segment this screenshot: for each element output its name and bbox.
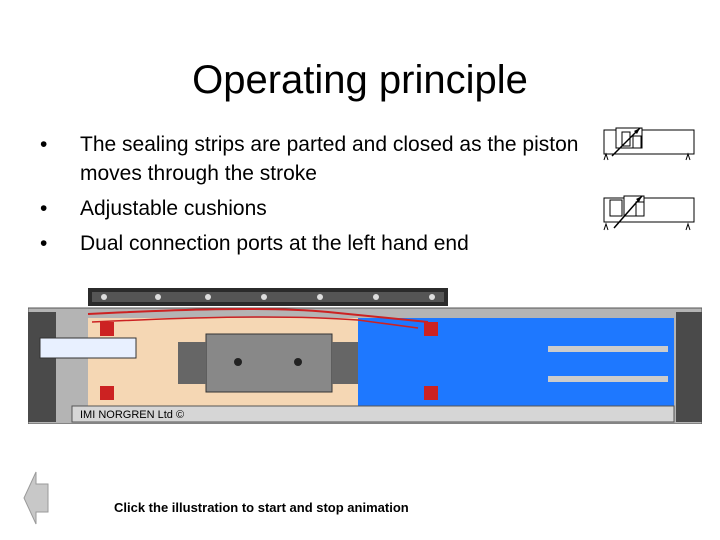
valve-symbol-icon — [603, 195, 695, 231]
bullet-text: Adjustable cushions — [80, 197, 267, 220]
bullet-text: Dual connection ports at the left hand e… — [80, 232, 469, 255]
bullet-text: The sealing strips are parted and closed… — [80, 133, 579, 185]
back-arrow-icon[interactable] — [22, 470, 52, 526]
illustration-brand: IMI NORGREN Ltd © — [80, 409, 184, 421]
page-title: Operating principle — [192, 58, 528, 102]
animation-caption: Click the illustration to start and stop… — [114, 500, 409, 515]
valve-symbol-icon — [603, 127, 695, 161]
bullet-dot: • — [40, 232, 48, 255]
cylinder-illustration[interactable]: IMI NORGREN Ltd © — [28, 282, 702, 424]
bullet-list: • The sealing strips are parted and close… — [30, 130, 600, 264]
bullet-item: • Adjustable cushions — [30, 194, 600, 223]
bullet-dot: • — [40, 197, 48, 220]
bullet-item: • The sealing strips are parted and close… — [30, 130, 600, 188]
bullet-item: • Dual connection ports at the left hand … — [30, 229, 600, 258]
bullet-dot: • — [40, 133, 48, 156]
